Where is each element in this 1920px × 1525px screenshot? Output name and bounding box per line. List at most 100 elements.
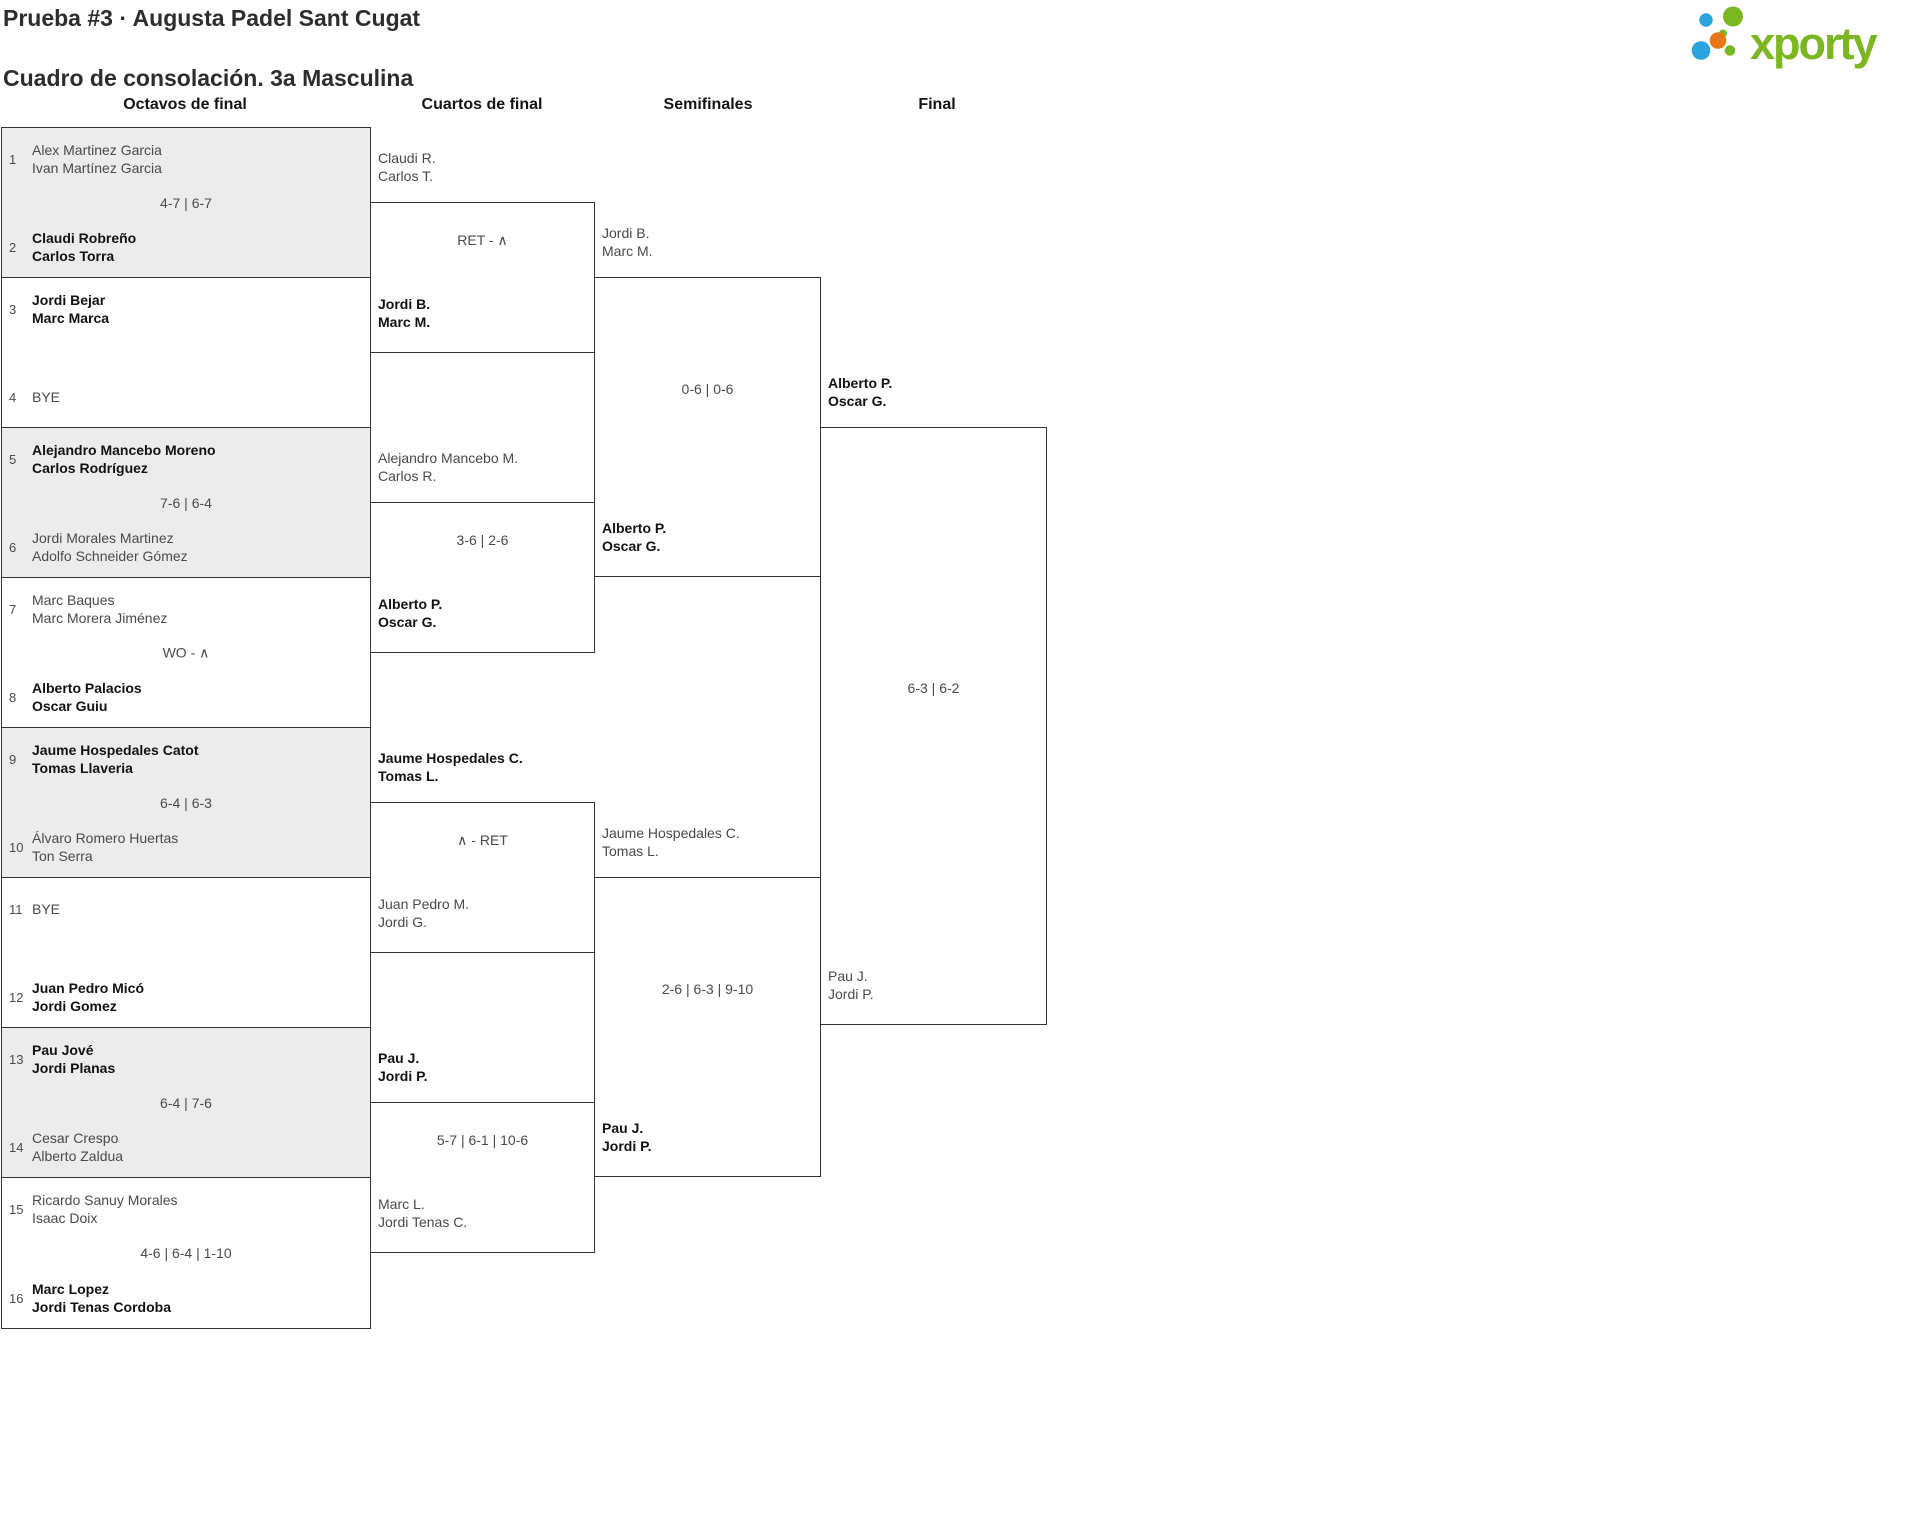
match-slot: 1 Alex Martinez Garcia Ivan Martínez Gar… bbox=[2, 141, 370, 177]
match-slot: 3 Jordi Bejar Marc Marca bbox=[2, 291, 370, 327]
player-name: Claudi R. bbox=[378, 150, 436, 166]
qf-match-2: Alejandro Mancebo M. Carlos R. 3-6 | 2-6… bbox=[370, 450, 595, 653]
seed-number: 3 bbox=[9, 301, 17, 317]
r16-match-4: 7 Marc Baques Marc Morera Jiménez WO - ∧… bbox=[2, 578, 370, 728]
player-name: Juan Pedro Micó bbox=[32, 980, 145, 996]
team-name: Jordi B. Marc M. bbox=[378, 295, 430, 331]
round-header-semifinales: Semifinales bbox=[663, 96, 753, 113]
player-name: Jordi Gomez bbox=[32, 998, 117, 1014]
match-score: 2-6 | 6-3 | 9-10 bbox=[661, 981, 754, 997]
team-name: Marc Baques Marc Morera Jiménez bbox=[32, 591, 167, 627]
match-slot: 8 Alberto Palacios Oscar Guiu bbox=[2, 679, 370, 715]
r16-match-6: 11 BYE 12 Juan Pedro Micó Jordi Gomez bbox=[2, 878, 370, 1028]
player-name: Ricardo Sanuy Morales bbox=[32, 1192, 178, 1208]
player-name: Alejandro Mancebo M. bbox=[378, 450, 519, 466]
seed-number: 2 bbox=[9, 239, 17, 255]
page-title: Prueba #3 · Augusta Padel Sant Cugat Cua… bbox=[3, 3, 420, 93]
player-name: Jordi P. bbox=[378, 1068, 428, 1084]
qf-match-4: Pau J. Jordi P. 5-7 | 6-1 | 10-6 Marc L.… bbox=[370, 1050, 595, 1253]
player-name: Pau J. bbox=[602, 1120, 644, 1136]
player-name: Oscar G. bbox=[602, 538, 661, 554]
player-name: Álvaro Romero Huertas bbox=[32, 830, 179, 846]
team-name: Jaume Hospedales Catot Tomas Llaveria bbox=[32, 741, 199, 777]
seed-number: 7 bbox=[9, 601, 17, 617]
r16-match-2: 3 Jordi Bejar Marc Marca 4 BYE bbox=[2, 278, 370, 428]
sf-match-2: Jaume Hospedales C. Tomas L. 2-6 | 6-3 |… bbox=[594, 825, 821, 1177]
player-name: Carlos Rodríguez bbox=[32, 460, 148, 476]
match-score: 3-6 | 2-6 bbox=[456, 531, 509, 548]
team-name: Marc L. Jordi Tenas C. bbox=[378, 1195, 467, 1231]
round-header-octavos: Octavos de final bbox=[123, 96, 247, 113]
match-slot: 4 BYE bbox=[2, 379, 370, 415]
player-name: Juan Pedro M. bbox=[378, 896, 470, 912]
seed-number: 9 bbox=[9, 751, 17, 767]
player-name: Claudi Robreño bbox=[32, 230, 137, 246]
player-name: Ton Serra bbox=[32, 848, 93, 864]
logo-wordmark: xporty bbox=[1750, 18, 1878, 69]
player-name: Ivan Martínez Garcia bbox=[32, 160, 162, 176]
team-name: Alberto Palacios Oscar Guiu bbox=[32, 679, 142, 715]
match-score: 7-6 | 6-4 bbox=[160, 494, 212, 511]
seed-number: 16 bbox=[9, 1290, 24, 1306]
player-name: Carlos Torra bbox=[32, 248, 115, 264]
team-name: Pau Jové Jordi Planas bbox=[32, 1041, 115, 1077]
player-name: Marc M. bbox=[378, 314, 431, 330]
seed-number: 10 bbox=[9, 839, 24, 855]
r16-match-7: 13 Pau Jové Jordi Planas 6-4 | 7-6 14 Ce… bbox=[2, 1028, 370, 1178]
r16-match-3: 5 Alejandro Mancebo Moreno Carlos Rodríg… bbox=[2, 428, 370, 578]
match-score: WO - ∧ bbox=[162, 644, 210, 660]
r16-match-1: 1 Alex Martinez Garcia Ivan Martínez Gar… bbox=[2, 128, 370, 278]
team-name: Jordi Bejar Marc Marca bbox=[32, 291, 109, 327]
player-name: Marc L. bbox=[378, 1196, 425, 1212]
team-name: Jordi B. Marc M. bbox=[602, 224, 653, 260]
seed-number: 8 bbox=[9, 689, 17, 705]
player-name: Jordi Morales Martinez bbox=[32, 530, 174, 546]
seed-number: 6 bbox=[9, 539, 17, 555]
player-name: Oscar G. bbox=[378, 614, 437, 630]
player-name: BYE bbox=[32, 389, 61, 405]
match-slot: 12 Juan Pedro Micó Jordi Gomez bbox=[2, 979, 370, 1015]
match-slot: 5 Alejandro Mancebo Moreno Carlos Rodríg… bbox=[2, 441, 370, 477]
player-name: Carlos T. bbox=[378, 168, 433, 184]
match-score: 0-6 | 0-6 bbox=[681, 381, 734, 397]
player-name: Jordi P. bbox=[602, 1138, 652, 1154]
team-name: Ricardo Sanuy Morales Isaac Doix bbox=[32, 1191, 178, 1227]
player-name: Jordi Tenas C. bbox=[378, 1214, 468, 1230]
player-name: Pau J. bbox=[828, 968, 868, 984]
match-slot: 9 Jaume Hospedales Catot Tomas Llaveria bbox=[2, 741, 370, 777]
team-name: Alejandro Mancebo M. Carlos R. bbox=[378, 449, 518, 485]
player-name: Isaac Doix bbox=[32, 1210, 98, 1226]
seed-number: 4 bbox=[9, 389, 17, 405]
round-of-16-column: 1 Alex Martinez Garcia Ivan Martínez Gar… bbox=[1, 127, 371, 1329]
team-name: Claudi R. Carlos T. bbox=[378, 149, 436, 185]
team-name: Juan Pedro Micó Jordi Gomez bbox=[32, 979, 144, 1015]
player-name: Marc M. bbox=[602, 243, 653, 259]
team-name: Cesar Crespo Alberto Zaldua bbox=[32, 1129, 123, 1165]
team-name: BYE bbox=[32, 388, 60, 406]
player-name: Alberto P. bbox=[828, 375, 893, 391]
team-name: Alejandro Mancebo Moreno Carlos Rodrígue… bbox=[32, 441, 216, 477]
seed-number: 1 bbox=[9, 151, 17, 167]
match-score: 6-4 | 6-3 bbox=[160, 794, 212, 811]
match-score: RET - ∧ bbox=[457, 231, 508, 248]
player-name: Jordi Bejar bbox=[32, 292, 106, 308]
match-slot: 6 Jordi Morales Martinez Adolfo Schneide… bbox=[2, 529, 370, 565]
player-name: Tomas L. bbox=[378, 768, 439, 784]
match-slot: 10 Álvaro Romero Huertas Ton Serra bbox=[2, 829, 370, 865]
sf-match-1: Jordi B. Marc M. 0-6 | 0-6 Alberto P. Os… bbox=[594, 225, 821, 577]
player-name: Marc Lopez bbox=[32, 1281, 110, 1297]
match-slot: 2 Claudi Robreño Carlos Torra bbox=[2, 229, 370, 265]
seed-number: 12 bbox=[9, 989, 24, 1005]
player-name: Carlos R. bbox=[378, 468, 437, 484]
team-name: Alberto P. Oscar G. bbox=[602, 519, 666, 555]
round-header-cuartos: Cuartos de final bbox=[421, 96, 543, 113]
player-name: Pau Jové bbox=[32, 1042, 94, 1058]
seed-number: 14 bbox=[9, 1139, 24, 1155]
player-name: Pau J. bbox=[378, 1050, 420, 1066]
player-name: Marc Morera Jiménez bbox=[32, 610, 168, 626]
logo-dots-icon bbox=[1691, 6, 1743, 60]
player-name: Jordi Tenas Cordoba bbox=[32, 1299, 171, 1315]
team-name: Claudi Robreño Carlos Torra bbox=[32, 229, 136, 265]
seed-number: 11 bbox=[9, 901, 23, 917]
team-name: Alberto P. Oscar G. bbox=[828, 374, 892, 410]
